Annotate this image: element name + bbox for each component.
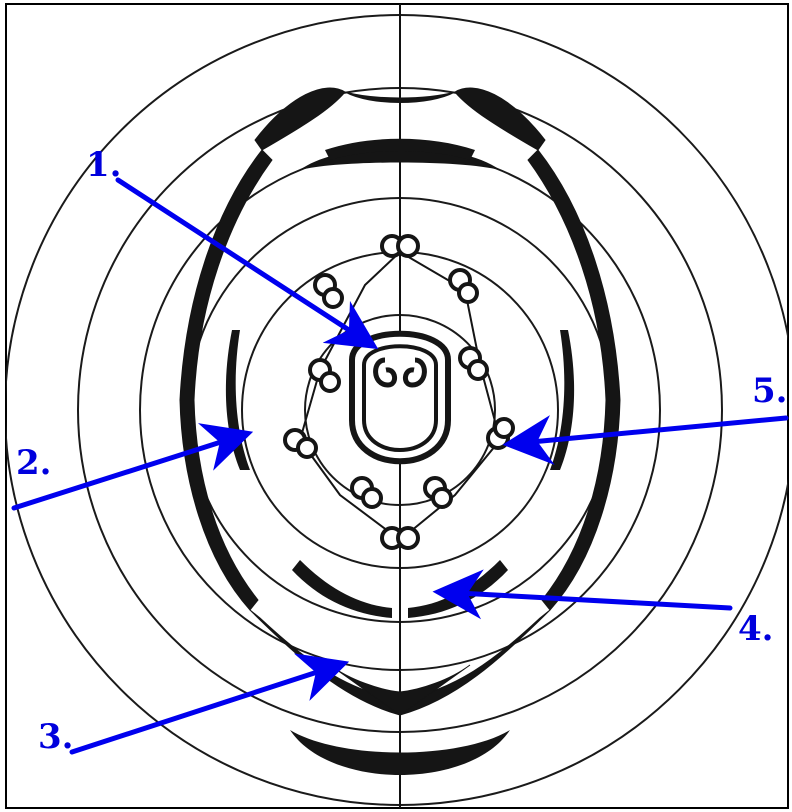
ovary-outer xyxy=(349,330,451,465)
petal-bottom-right xyxy=(408,560,508,618)
pistil xyxy=(349,330,451,465)
arrow-5 xyxy=(502,415,789,465)
petal-right xyxy=(550,330,575,470)
label-1: 1. xyxy=(86,145,122,185)
label-3: 3. xyxy=(38,717,74,757)
sepal-top-right xyxy=(454,87,546,151)
sepal-top-bridge xyxy=(344,91,456,103)
stamen xyxy=(380,526,420,550)
pointer-arrows xyxy=(11,177,789,755)
sepal-left xyxy=(179,149,273,611)
stamen xyxy=(458,346,489,381)
carpel-right xyxy=(403,357,427,388)
stamen xyxy=(423,476,453,509)
label-4: 4. xyxy=(738,609,774,649)
stamen xyxy=(350,476,383,509)
sepal-top-left xyxy=(254,87,346,151)
sepal-right xyxy=(527,149,621,611)
stamen xyxy=(283,428,318,459)
stamen xyxy=(308,358,341,393)
bract-bottom xyxy=(290,730,510,775)
label-5: 5. xyxy=(752,371,788,411)
carpel-left xyxy=(373,357,397,388)
sepal-bottom-keel xyxy=(329,664,471,716)
label-2: 2. xyxy=(16,443,52,483)
ovary-inner xyxy=(362,344,438,452)
stamen xyxy=(380,234,420,258)
petal-top-inner xyxy=(325,138,475,160)
petal-bottom-left xyxy=(292,560,392,618)
arrow-3 xyxy=(69,653,350,755)
stamen xyxy=(448,268,479,304)
arrow-1 xyxy=(115,177,379,350)
arrow-4 xyxy=(432,569,733,620)
stamen xyxy=(313,273,344,309)
arrow-2 xyxy=(11,423,254,511)
